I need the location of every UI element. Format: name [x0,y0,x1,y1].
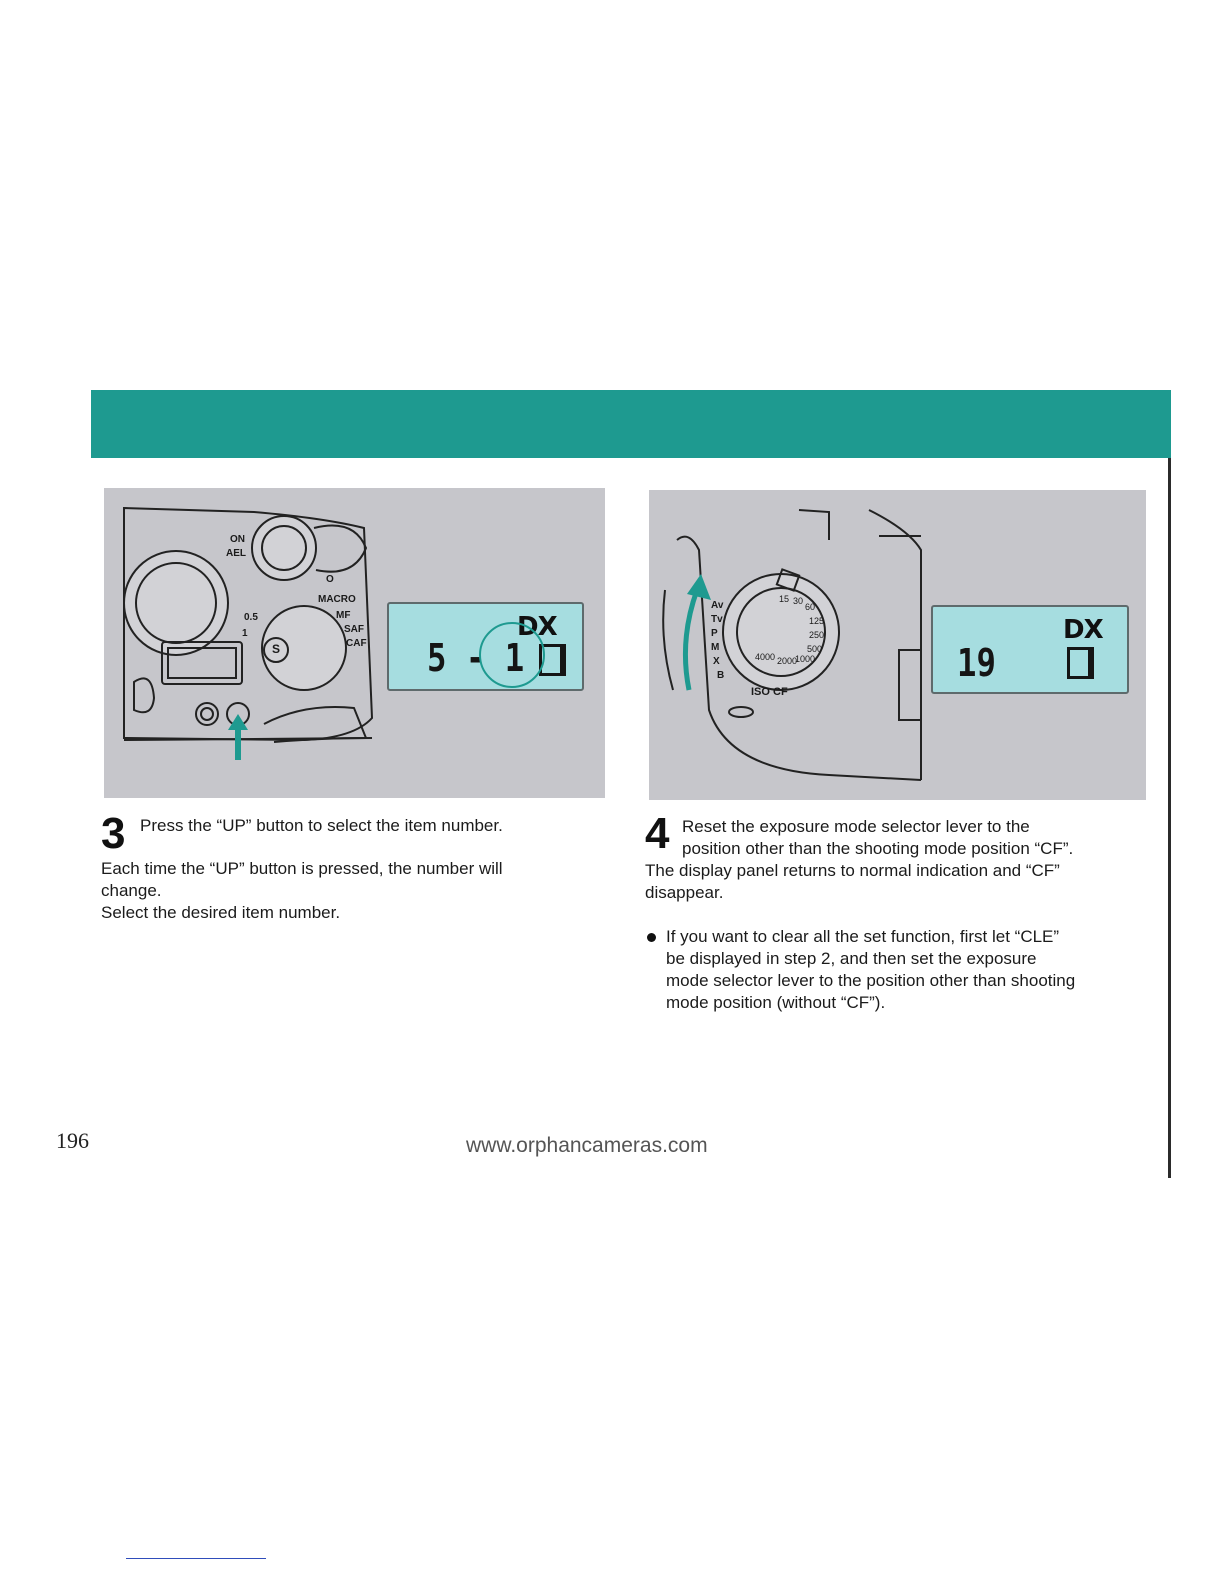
lcd-display: DX 5 - 1 [387,602,584,691]
camera-top-illustration [123,506,374,760]
mode-label-b: B [717,670,725,681]
step-3-body-line-3: Select the desired item number. [101,903,341,922]
step-3-body-line-2: change. [101,881,162,900]
mode-label-av: Av [711,600,724,611]
step-4-body-line-1: The display panel returns to normal indi… [645,861,1060,880]
film-cartridge-icon [539,644,566,676]
lcd-digits: 19 [957,641,996,685]
step-4-lead-line-2: position other than the shooting mode po… [682,839,1074,858]
dial-label-mf: MF [336,610,351,621]
dial-label-on: ON [230,534,245,545]
highlight-circle [479,622,545,688]
dial-label-o: O [326,574,334,585]
bullet-line-3: mode selector lever to the position othe… [666,971,1076,990]
mode-label-m: M [711,642,720,653]
step-4-body-line-2: disappear. [645,883,724,902]
step-4-lead-line-1: Reset the exposure mode selector lever t… [682,817,1030,836]
dial-number-4000: 4000 [755,652,776,662]
lcd-display: DX 19 [931,605,1129,694]
dial-label-iso-cf: ISO CF [751,686,788,698]
dial-label-1: 1 [242,628,248,639]
dial-label-05: 0.5 [244,612,258,623]
dial-number-250: 250 [809,630,825,640]
dial-label-macro: MACRO [318,594,356,605]
step-3-body-line-1: Each time the “UP” button is pressed, th… [101,859,503,878]
dial-number-2000: 2000 [777,656,798,666]
bullet-line-4: mode position (without “CF”). [666,993,886,1012]
dial-number-15: 15 [779,594,790,604]
bullet-icon [647,933,656,942]
dial-label-ael: AEL [226,548,246,559]
mode-label-tv: Tv [711,614,723,625]
step-3-number: 3 [101,809,126,858]
step-4-number: 4 [645,809,670,858]
page-edge-rule [1168,458,1171,1178]
step-3-lead: Press the “UP” button to select the item… [140,816,503,835]
figure-mode-lever: Av Tv P M X B 15 30 60 125 250 500 1000 … [649,490,1146,800]
footer-rule [126,1558,266,1559]
dial-number-1000: 1000 [795,654,816,664]
dial-number-500: 500 [807,644,823,654]
dial-label-s: S [272,642,281,656]
dial-number-30: 30 [793,596,804,606]
camera-side-illustration [662,509,922,781]
lcd-dx-indicator: DX [1063,615,1104,645]
bullet-line-1: If you want to clear all the set functio… [666,927,1060,946]
film-cartridge-icon [1067,647,1094,679]
header-band [91,390,1171,458]
figure-up-button: ON AEL O MACRO MF SAF CAF 0.5 1 S DX 5 -… [104,488,605,798]
mode-label-p: P [711,628,718,639]
website-link[interactable]: www.orphancameras.com [466,1134,708,1157]
page-number: 196 [56,1128,89,1153]
dial-number-125: 125 [809,616,825,626]
dial-label-caf: CAF [346,638,367,649]
bullet-line-2: be displayed in step 2, and then set the… [666,949,1037,968]
lcd-digits: 5 - 1 [427,636,525,680]
dial-label-saf: SAF [344,624,364,635]
mode-label-x: X [713,656,720,667]
dial-number-60: 60 [805,602,816,612]
